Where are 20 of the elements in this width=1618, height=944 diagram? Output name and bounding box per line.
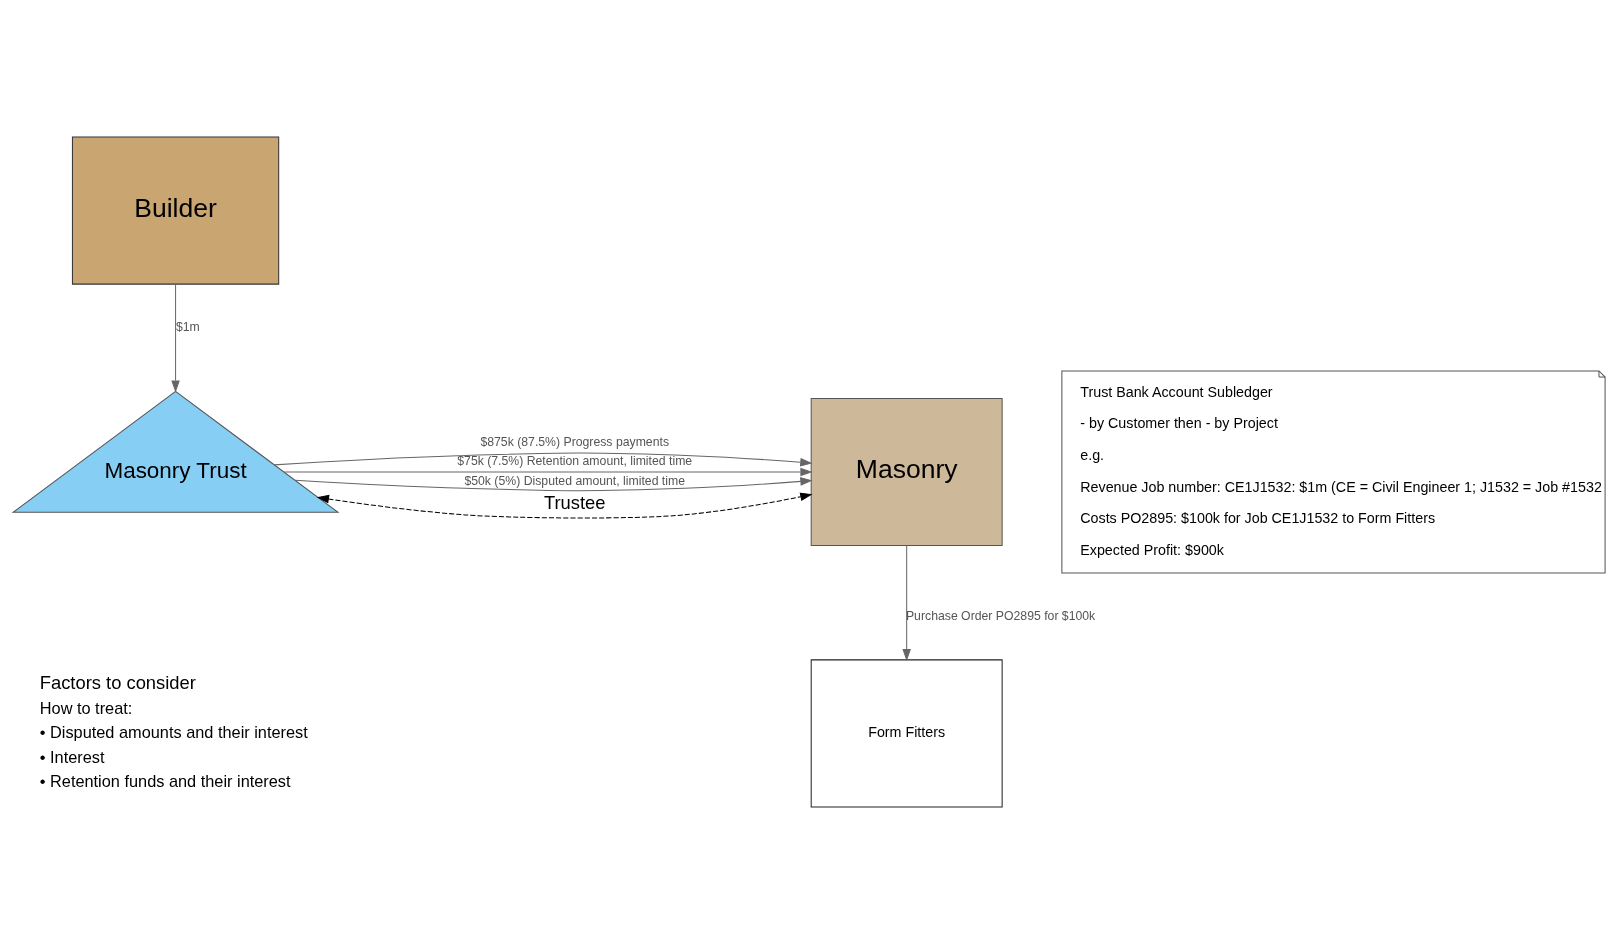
- label: How to treat:: [39, 698, 133, 717]
- edge-label: $875k (87.5%) Progress payments: [480, 435, 670, 450]
- label: • Disputed amounts and their interest: [39, 723, 308, 742]
- label: Factors to consider: [39, 671, 196, 693]
- label: • Interest: [39, 747, 105, 766]
- node-box: Masonry: [810, 397, 1003, 547]
- arrow: [283, 467, 813, 477]
- arrow: [171, 283, 180, 393]
- edge-label: Purchase Order PO2895 for $100k: [905, 608, 1096, 623]
- node-box: Builder: [71, 136, 280, 285]
- arrow: [902, 545, 911, 662]
- edge-label: $75k (7.5%) Retention amount, limited time: [457, 454, 693, 469]
- edge-label: Trustee: [543, 492, 606, 514]
- node-box: Form Fitters: [810, 659, 1003, 808]
- edge-label: $50k (5%) Disputed amount, limited time: [464, 473, 686, 488]
- label: • Retention funds and their interest: [39, 772, 291, 791]
- arrow: [294, 477, 813, 492]
- arrow: [316, 492, 813, 519]
- edge-label: $1m: [175, 319, 200, 334]
- arrow: [273, 452, 813, 467]
